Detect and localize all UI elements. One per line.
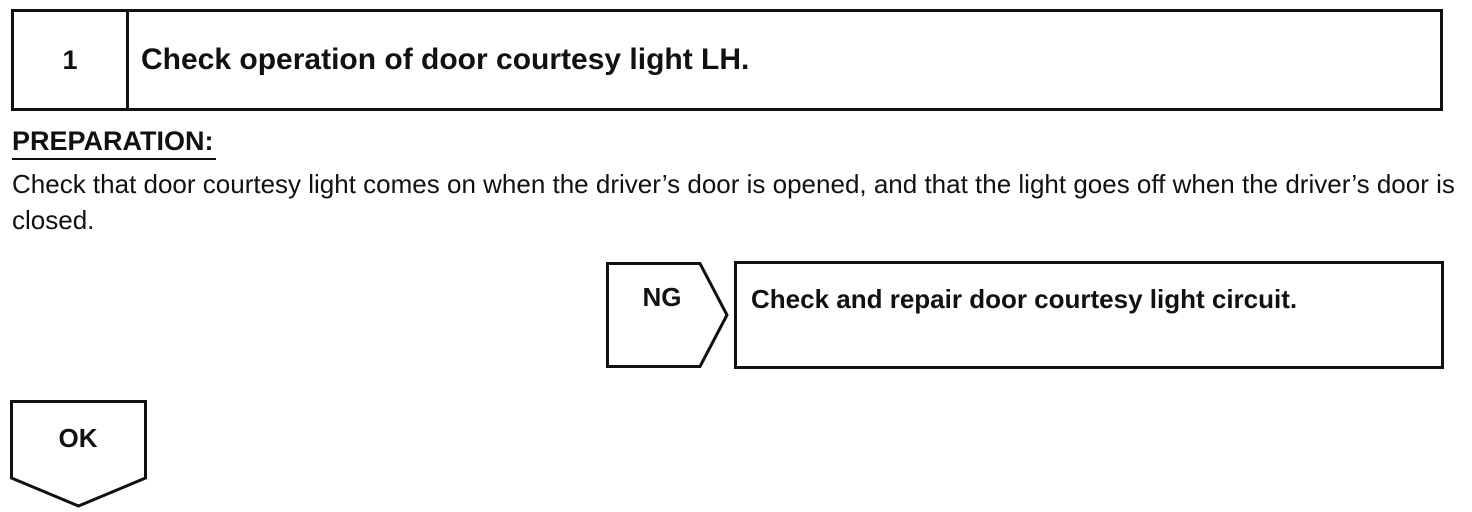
step-title: Check operation of door courtesy light L… [141,43,750,76]
ok-arrow-shape [10,400,147,508]
ng-arrow-shape [606,262,729,368]
preparation-label: PREPARATION: [12,124,216,160]
step-number: 1 [14,12,129,108]
ng-arrow-tag: NG [606,262,730,368]
ng-action-box: Check and repair door courtesy light cir… [734,261,1444,369]
step-header: 1 Check operation of door courtesy light… [11,9,1443,111]
preparation-text: Check that door courtesy light comes on … [12,169,1455,235]
ng-label: NG [642,282,682,312]
ok-label: OK [58,423,98,453]
ok-arrow-tag: OK [10,400,150,508]
